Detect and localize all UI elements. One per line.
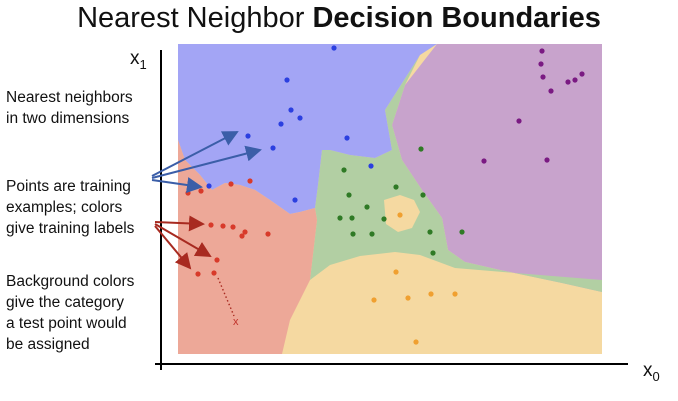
training-point-purple: [565, 79, 571, 85]
blue-arrow: [151, 145, 262, 179]
training-point-green: [341, 167, 347, 173]
note-training-points: Points are training examples; colors giv…: [6, 176, 134, 239]
red-arrows: [154, 215, 212, 270]
training-points: [185, 45, 585, 345]
training-point-red: [214, 257, 220, 263]
test-point-trail: [217, 277, 235, 317]
training-point-green: [381, 216, 387, 222]
training-point-purple: [539, 48, 545, 54]
training-point-red: [211, 270, 217, 276]
red-arrow: [154, 223, 212, 258]
training-point-purple: [540, 74, 546, 80]
training-point-red: [228, 181, 234, 187]
training-point-red: [198, 188, 204, 194]
training-point-red: [247, 178, 253, 184]
training-point-green: [420, 192, 426, 198]
title-normal: Nearest Neighbor: [77, 2, 305, 34]
note-line: give training labels: [6, 220, 135, 237]
training-point-green: [459, 229, 465, 235]
training-point-red: [195, 271, 201, 277]
training-point-blue: [331, 45, 337, 51]
blue-arrow: [151, 177, 203, 193]
training-point-red: [208, 222, 214, 228]
training-point-green: [350, 231, 356, 237]
note-line: Points are training: [6, 178, 131, 195]
training-point-purple: [481, 158, 487, 164]
training-point-blue: [206, 183, 212, 189]
training-point-green: [346, 192, 352, 198]
note-line: a test point would: [6, 315, 127, 332]
note-line: Nearest neighbors: [6, 89, 133, 106]
y-axis-label: x1: [130, 48, 147, 72]
training-point-green: [393, 184, 399, 190]
training-point-red: [185, 190, 191, 196]
training-point-orange: [405, 295, 411, 301]
red-arrow: [154, 225, 192, 270]
note-line: Background colors: [6, 273, 135, 290]
training-point-orange: [452, 291, 458, 297]
training-point-red: [220, 223, 226, 229]
note-line: be assigned: [6, 336, 90, 353]
slide-title: Nearest Neighbor Decision Boundaries: [0, 2, 678, 35]
training-point-blue: [270, 145, 276, 151]
training-point-orange: [428, 291, 434, 297]
training-point-orange: [413, 339, 419, 345]
blue-arrow: [151, 131, 239, 177]
x-axis-label: x0: [643, 360, 660, 384]
note-nearest-neighbors: Nearest neighbors in two dimensions: [6, 87, 133, 129]
training-point-green: [364, 204, 370, 210]
training-point-blue: [344, 135, 350, 141]
region-purple: [392, 44, 602, 292]
note-line: give the category: [6, 294, 125, 311]
x-axis-subscript: 0: [653, 369, 660, 384]
note-background-colors: Background colors give the category a te…: [6, 271, 134, 355]
training-point-blue: [297, 115, 303, 121]
training-point-blue: [284, 77, 290, 83]
training-point-orange: [393, 269, 399, 275]
training-point-purple: [572, 77, 578, 83]
training-point-orange: [397, 212, 403, 218]
training-point-orange: [371, 297, 377, 303]
region-red: [178, 140, 317, 354]
training-point-blue: [278, 121, 284, 127]
training-point-purple: [579, 71, 585, 77]
blue-arrows: [151, 131, 262, 193]
training-point-green: [418, 146, 424, 152]
training-point-blue: [292, 197, 298, 203]
training-point-blue: [245, 133, 251, 139]
note-line: in two dimensions: [6, 110, 130, 127]
training-point-blue: [368, 163, 374, 169]
y-axis-letter: x: [130, 48, 140, 69]
title-bold: Decision Boundaries: [312, 2, 601, 34]
training-point-red: [239, 233, 245, 239]
test-point-marker: x: [233, 316, 239, 328]
training-point-green: [337, 215, 343, 221]
training-point-red: [242, 229, 248, 235]
region-blue: [178, 44, 437, 214]
x-axis-letter: x: [643, 360, 653, 381]
training-point-purple: [538, 61, 544, 67]
training-point-blue: [288, 107, 294, 113]
red-arrow: [154, 215, 205, 232]
training-point-purple: [516, 118, 522, 124]
training-point-red: [265, 231, 271, 237]
training-point-red: [230, 224, 236, 230]
note-line: examples; colors: [6, 199, 123, 216]
blue-points: [206, 45, 374, 203]
orange-points: [371, 212, 458, 345]
green-points: [337, 146, 465, 256]
training-point-purple: [544, 157, 550, 163]
training-point-green: [369, 231, 375, 237]
region-green: [310, 55, 602, 292]
training-point-green: [427, 229, 433, 235]
y-axis-subscript: 1: [140, 57, 147, 72]
training-point-green: [430, 250, 436, 256]
training-point-green: [349, 215, 355, 221]
purple-points: [481, 48, 585, 164]
training-point-purple: [548, 88, 554, 94]
